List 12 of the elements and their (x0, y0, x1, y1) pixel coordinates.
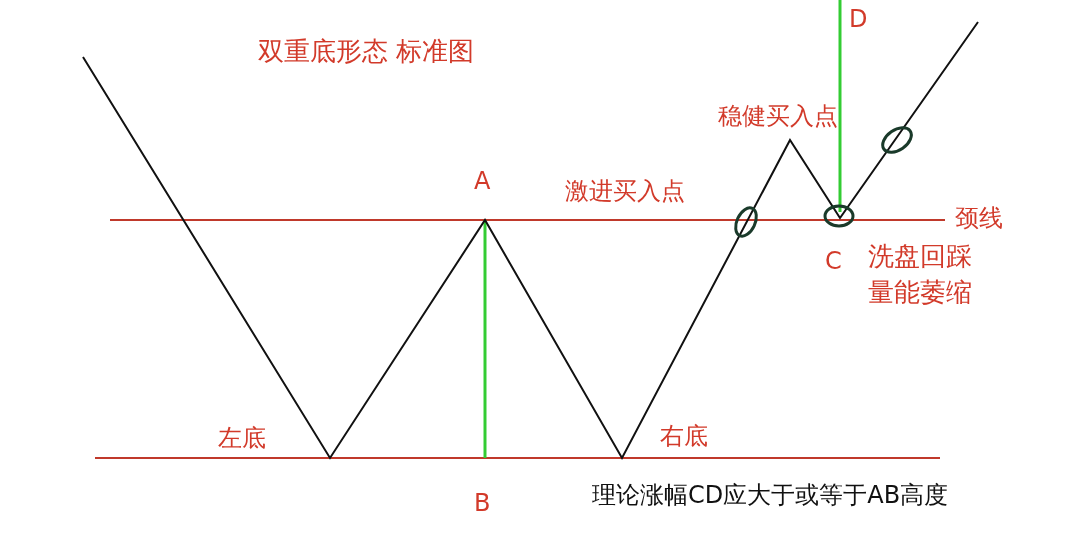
chart-title: 双重底形态 标准图 (258, 36, 475, 66)
line-label: 颈线 (955, 203, 1003, 233)
annotation: 左底 (218, 423, 266, 453)
note: 理论涨幅CD应大于或等于AB高度 (592, 480, 949, 510)
annotation: 激进买入点 (565, 176, 685, 206)
point-label: C (825, 246, 842, 276)
annotation: 稳健买入点 (718, 101, 838, 131)
annotation: 洗盘回踩量能萎缩 (868, 240, 973, 309)
point-label: D (849, 4, 868, 34)
point-label: B (474, 488, 491, 518)
annotation: 右底 (660, 421, 708, 451)
point-label: A (474, 166, 491, 196)
